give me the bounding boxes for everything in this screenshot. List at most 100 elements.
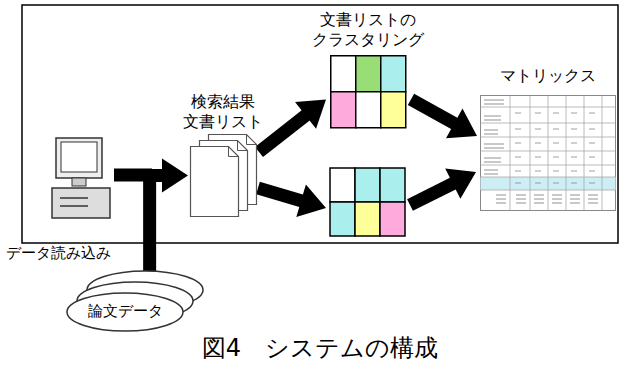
grid-cell <box>356 92 381 128</box>
tiny-text <box>534 199 544 200</box>
tiny-text <box>484 162 501 163</box>
matrix-rule <box>481 151 616 152</box>
grid-cell <box>381 92 406 128</box>
grid-cell <box>381 56 406 92</box>
matrix-rule <box>481 137 616 138</box>
tiny-text <box>571 113 577 114</box>
clustering-grid: 文書リストの クラスタリング <box>300 10 435 130</box>
tiny-text <box>534 203 544 204</box>
block-arrow <box>411 99 477 138</box>
computer-icon <box>52 138 110 218</box>
grid-cell <box>331 92 356 128</box>
data-disk <box>67 293 183 331</box>
tiny-text <box>484 134 498 135</box>
matrix-rule <box>530 96 531 211</box>
tiny-text <box>589 157 595 158</box>
document-page <box>191 147 239 217</box>
tiny-text <box>535 157 541 158</box>
tiny-text <box>571 157 577 158</box>
tiny-text <box>484 170 498 171</box>
node-outline <box>480 95 617 212</box>
matrix-rule <box>602 96 603 211</box>
tiny-text <box>484 148 504 149</box>
tiny-text <box>570 195 580 196</box>
node-outline <box>190 134 257 217</box>
arrow-head <box>162 159 188 193</box>
page-fold <box>238 141 248 151</box>
arrow-shaft <box>150 176 163 273</box>
tiny-text <box>516 195 526 196</box>
page-fold <box>229 147 239 157</box>
tiny-text <box>571 183 577 184</box>
tiny-text <box>571 171 577 172</box>
tiny-text <box>484 104 504 105</box>
tiny-text <box>571 143 577 144</box>
tiny-text <box>516 203 526 204</box>
node-label: 文書リストの クラスタリング <box>312 10 424 50</box>
node-outline <box>330 55 407 129</box>
node-outline <box>65 258 235 338</box>
tiny-text <box>535 129 541 130</box>
data-store: 論文データ <box>65 258 235 338</box>
tiny-text <box>515 171 521 172</box>
monitor-neck <box>72 178 86 186</box>
tiny-text <box>484 100 504 101</box>
matrix-rule <box>481 123 616 124</box>
arrow-head <box>446 108 477 138</box>
tiny-text <box>496 199 506 200</box>
grid-cell <box>380 202 405 236</box>
tiny-text <box>484 116 501 117</box>
matrix-table <box>481 96 616 211</box>
grid-cell <box>355 168 380 202</box>
figure-caption: 図4 システムの構成 <box>0 332 640 364</box>
tiny-text <box>553 171 559 172</box>
matrix-rule <box>584 96 585 211</box>
monitor <box>56 138 102 178</box>
tiny-text <box>516 199 526 200</box>
tiny-text <box>535 143 541 144</box>
matrix-rule <box>481 165 616 166</box>
tiny-text <box>553 113 559 114</box>
tiny-text <box>535 113 541 114</box>
tiny-text <box>570 203 580 204</box>
annotation-label: データ読み込み <box>6 244 111 263</box>
tiny-text <box>535 171 541 172</box>
grid-cell <box>380 168 405 202</box>
tiny-text <box>496 203 506 204</box>
tiny-text <box>589 183 595 184</box>
node-label: 検索結果 文書リスト <box>183 92 263 132</box>
tiny-text <box>515 157 521 158</box>
document-list: 検索結果 文書リスト <box>178 92 268 218</box>
grid-cell <box>330 202 355 236</box>
matrix-rule <box>481 190 616 191</box>
computer-body <box>52 188 110 218</box>
tiny-text <box>553 157 559 158</box>
tiny-text <box>515 183 521 184</box>
tiny-text <box>484 144 504 145</box>
matrix-box: マトリックス <box>475 66 620 212</box>
screen <box>61 142 97 172</box>
block-arrow <box>150 159 188 273</box>
tiny-text <box>589 171 595 172</box>
tiny-text <box>534 195 544 196</box>
tiny-text <box>515 143 521 144</box>
page-fold <box>247 135 257 145</box>
tiny-text <box>553 129 559 130</box>
drive-slot <box>60 205 88 207</box>
block-arrow <box>407 168 476 210</box>
grid-cell <box>356 56 381 92</box>
drive-slot <box>60 197 88 199</box>
tiny-text <box>553 143 559 144</box>
tiny-text <box>552 199 562 200</box>
tiny-text <box>588 195 598 196</box>
tiny-text <box>588 203 598 204</box>
tiny-text <box>515 113 521 114</box>
matrix-rule <box>548 96 549 211</box>
block-arrow <box>259 99 326 152</box>
tiny-text <box>484 174 498 175</box>
tiny-text <box>484 158 501 159</box>
tiny-text <box>484 120 501 121</box>
node-label: マトリックス <box>500 66 596 86</box>
